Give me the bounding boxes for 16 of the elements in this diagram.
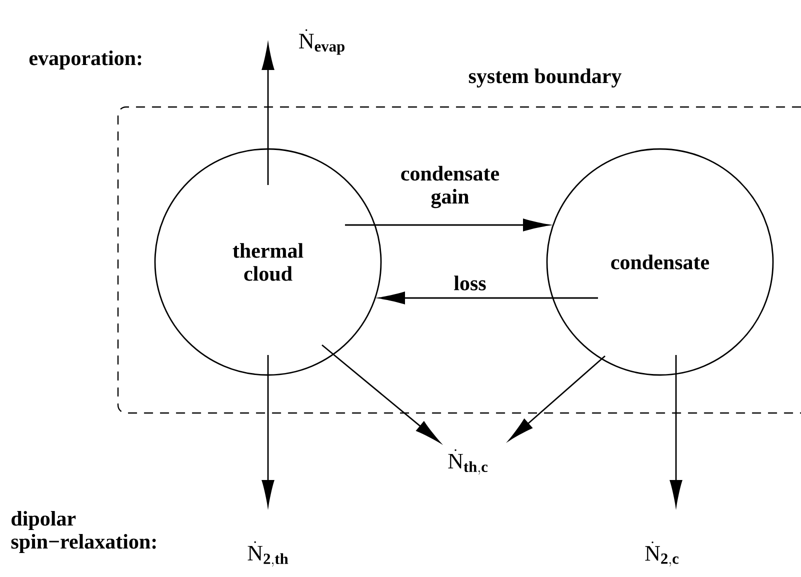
circle-node: condensate — [546, 148, 774, 376]
rate-label: $\dot{\mathrm{N}}_{\mathbf{2,th}}$ — [248, 541, 288, 567]
rate-label: $\dot{\mathrm{N}}_{\mathbf{evap}}$ — [299, 29, 344, 55]
rate-label: $\dot{\mathrm{N}}_{\mathbf{2,c}}$ — [645, 541, 679, 566]
arrow — [379, 292, 598, 304]
circle-node: thermal cloud — [154, 148, 382, 376]
arrow — [262, 355, 274, 506]
arrow — [262, 44, 274, 185]
process-label: evaporation: — [29, 50, 142, 70]
edge-label: loss — [454, 276, 486, 290]
arrow — [345, 218, 549, 232]
arrow — [670, 355, 682, 506]
edge-label: condensate gain — [401, 166, 500, 208]
arrow — [508, 355, 606, 440]
rate-label: $\dot{\mathrm{N}}_{\mathbf{th,c}}$ — [448, 449, 488, 475]
process-label: dipolar spin−relaxation: — [11, 510, 156, 553]
